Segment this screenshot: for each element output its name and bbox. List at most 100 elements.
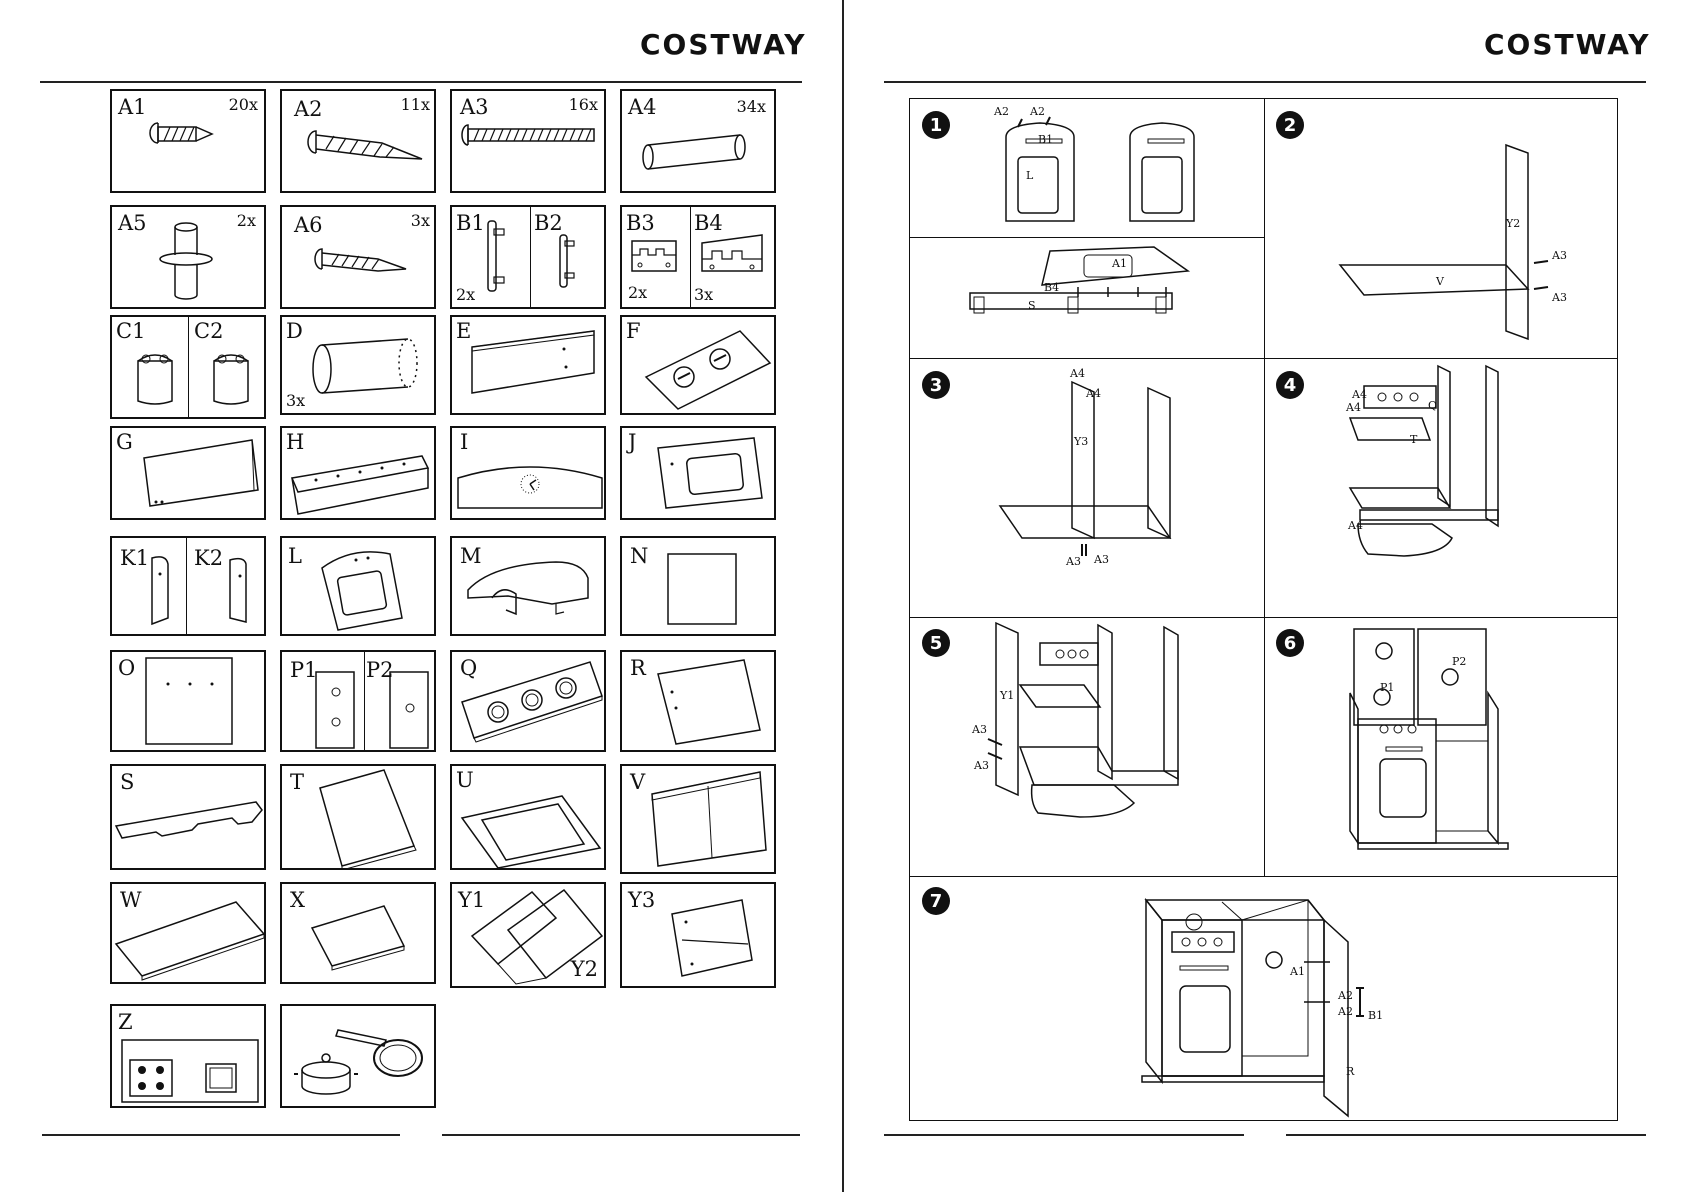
stove-top-icon bbox=[112, 1006, 266, 1108]
screw-icon bbox=[282, 207, 436, 309]
step-1-label: B4 bbox=[1044, 281, 1059, 294]
screw-icon bbox=[452, 91, 606, 193]
assembly-steps-grid: 1 A2 A2 B1 L A1 B4 S 2 Y2 A3 V A3 3 A4 bbox=[909, 98, 1618, 1121]
part-a4-dowel: A4 34x bbox=[620, 89, 776, 193]
step-2-diagram bbox=[1264, 99, 1617, 358]
part-x-board: X bbox=[280, 882, 436, 984]
step-3-label: A3 bbox=[1066, 555, 1081, 568]
sink-board-icon bbox=[622, 428, 776, 520]
header-rule bbox=[40, 81, 802, 83]
part-a1-screw: A1 20x bbox=[110, 89, 266, 193]
footer-rule-right bbox=[1286, 1134, 1646, 1136]
header-rule bbox=[884, 81, 1646, 83]
part-o-board: O bbox=[110, 650, 266, 752]
part-h-rail: H bbox=[280, 426, 436, 520]
screw-icon bbox=[282, 91, 436, 193]
part-i-back-clock: I bbox=[450, 426, 606, 520]
door-icon bbox=[622, 652, 776, 752]
board-icon bbox=[112, 884, 266, 984]
clock-panel-icon bbox=[452, 428, 606, 520]
side-board-icon bbox=[452, 884, 606, 988]
part-y1-y2: Y1 Y2 bbox=[450, 882, 606, 988]
step-7-label: R bbox=[1346, 1065, 1354, 1078]
part-t-shelf: T bbox=[280, 764, 436, 870]
step-7-diagram bbox=[910, 876, 1617, 1121]
board-icon bbox=[622, 766, 776, 874]
step-7-label: B1 bbox=[1368, 1009, 1383, 1022]
pot-pan-icon bbox=[282, 1006, 436, 1108]
part-q-stove-panel: Q bbox=[450, 650, 606, 752]
side-panel-icon bbox=[112, 538, 266, 636]
parts-list-page: COSTWAY A1 20x A2 11x A3 16x A4 34 bbox=[0, 0, 842, 1192]
step-7-label: A2 bbox=[1338, 989, 1353, 1002]
part-m-hood: M bbox=[450, 536, 606, 636]
panel-pair-icon bbox=[282, 652, 436, 752]
step-4-label: A4 bbox=[1346, 401, 1361, 414]
step-3-label: A4 bbox=[1086, 387, 1101, 400]
shelf-icon bbox=[282, 766, 436, 870]
step-4-label: Q bbox=[1428, 399, 1437, 412]
brand-logo: COSTWAY bbox=[1484, 28, 1651, 61]
stove-panel-icon bbox=[452, 652, 606, 752]
part-a3-screw: A3 16x bbox=[450, 89, 606, 193]
step-2-label: V bbox=[1436, 275, 1444, 288]
footer-rule-left bbox=[42, 1134, 400, 1136]
cam-bolt-icon bbox=[112, 207, 266, 309]
step-1-label: L bbox=[1026, 169, 1033, 182]
step-6-label: P2 bbox=[1452, 655, 1466, 668]
rail-icon bbox=[282, 428, 436, 520]
step-4-label: T bbox=[1410, 433, 1417, 446]
step-6-diagram bbox=[1264, 617, 1617, 876]
part-b1-b2-handles: B1 2x B2 bbox=[450, 205, 606, 309]
step-5-label: A3 bbox=[974, 759, 989, 772]
step-3-label: A4 bbox=[1070, 367, 1085, 380]
part-d-roller: D 3x bbox=[280, 315, 436, 415]
part-v-board: V bbox=[620, 764, 776, 874]
part-b3-b4-hinges: B3 2x B4 3x bbox=[620, 205, 776, 309]
step-5-diagram bbox=[910, 617, 1264, 876]
dowel-icon bbox=[622, 91, 776, 193]
frame-icon bbox=[452, 766, 606, 870]
board-icon bbox=[112, 652, 266, 752]
step-1-label: S bbox=[1028, 299, 1036, 312]
part-k1-k2: K1 K2 bbox=[110, 536, 266, 636]
part-y3-board: Y3 bbox=[620, 882, 776, 988]
step-1-label: A2 bbox=[994, 105, 1009, 118]
step-4-label: A4 bbox=[1348, 519, 1363, 532]
handle-icon bbox=[452, 207, 606, 309]
oven-door-icon bbox=[282, 538, 436, 636]
part-j-sink-board: J bbox=[620, 426, 776, 520]
step-5-label: A3 bbox=[972, 723, 987, 736]
leg-icon bbox=[112, 317, 266, 419]
board-icon bbox=[282, 884, 436, 984]
screw-icon bbox=[112, 91, 266, 193]
brand-logo: COSTWAY bbox=[640, 28, 807, 61]
part-z-stove-top: Z bbox=[110, 1004, 266, 1108]
board-icon bbox=[622, 884, 776, 988]
part-a5-cam: A5 2x bbox=[110, 205, 266, 309]
step-3-label: Y3 bbox=[1074, 435, 1088, 448]
part-r-door: R bbox=[620, 650, 776, 752]
step-1-diagram bbox=[910, 99, 1264, 358]
part-w-board: W bbox=[110, 882, 266, 984]
part-a6-screw: A6 3x bbox=[280, 205, 436, 309]
hood-icon bbox=[452, 538, 606, 636]
hinge-icon bbox=[622, 207, 776, 309]
step-7-label: A2 bbox=[1338, 1005, 1353, 1018]
step-3-label: A3 bbox=[1094, 553, 1109, 566]
part-n-board: N bbox=[620, 536, 776, 636]
footer-rule-right bbox=[442, 1134, 800, 1136]
step-6-label: P1 bbox=[1380, 681, 1394, 694]
part-u-frame: U bbox=[450, 764, 606, 870]
footer-rule-left bbox=[884, 1134, 1244, 1136]
board-icon bbox=[622, 538, 776, 636]
step-5-label: Y1 bbox=[1000, 689, 1014, 702]
part-f-knob-panel: F bbox=[620, 315, 776, 415]
step-1-label: A2 bbox=[1030, 105, 1045, 118]
panel-icon bbox=[112, 428, 266, 520]
step-7-label: A1 bbox=[1290, 965, 1305, 978]
step-4-diagram bbox=[1264, 358, 1617, 617]
part-c1-c2: C1 C2 bbox=[110, 315, 266, 419]
knob-panel-icon bbox=[622, 317, 776, 415]
step-2-label: A3 bbox=[1552, 249, 1567, 262]
